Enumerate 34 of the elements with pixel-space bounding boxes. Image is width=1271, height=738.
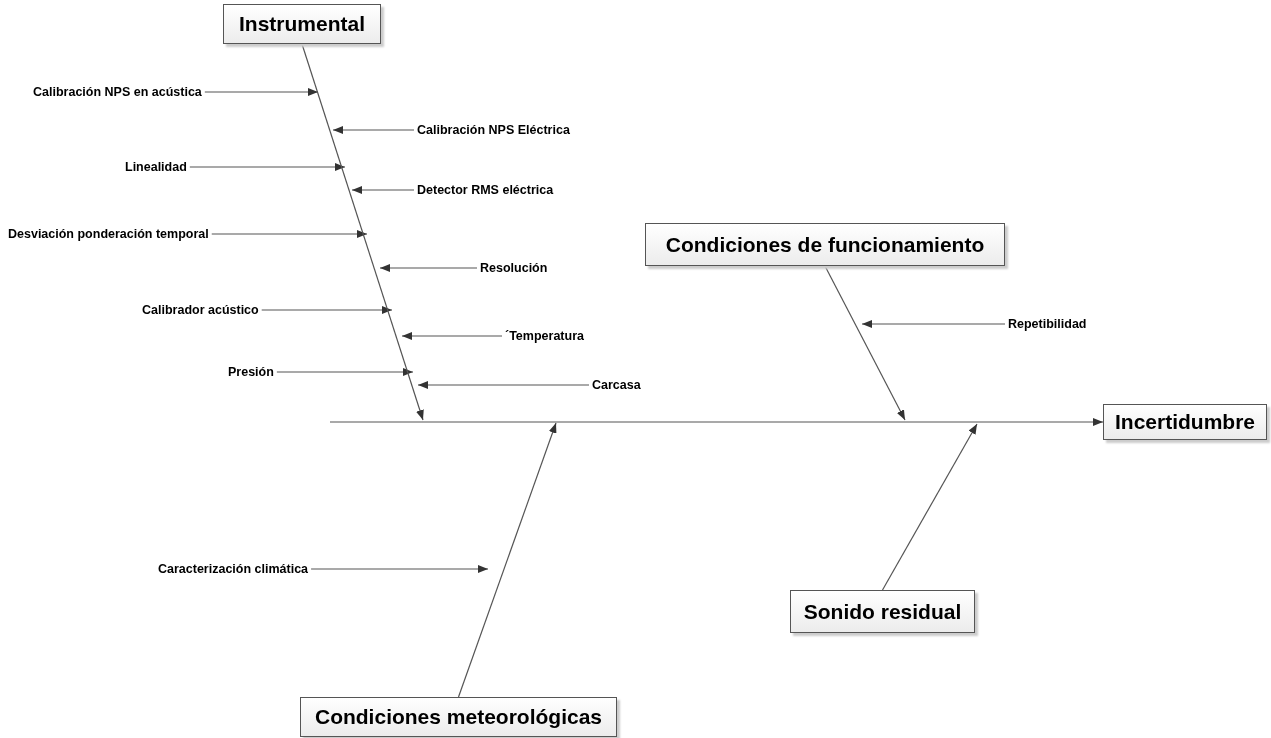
cause-text: Presión (228, 365, 274, 379)
spine-arrow (329, 418, 1104, 426)
cause-text: Repetibilidad (1008, 317, 1087, 331)
arrow (351, 186, 415, 194)
arrow (417, 381, 590, 389)
category-box: Instrumental (223, 4, 381, 44)
category-box: Condiciones meteorológicas (300, 697, 617, 737)
cause-text: Detector RMS eléctrica (417, 183, 554, 197)
arrow (189, 163, 346, 171)
arrow (310, 565, 489, 573)
arrow (204, 88, 319, 96)
arrow (379, 264, 478, 272)
arrow (276, 368, 414, 376)
cause-text: Calibrador acústico (142, 303, 259, 317)
arrow (211, 230, 368, 238)
category-box: Sonido residual (790, 590, 975, 633)
arrow (861, 320, 1006, 328)
cause-text: ´Temperatura (505, 329, 584, 343)
cause-text: Calibración NPS en acústica (33, 85, 202, 99)
bone-arrow (824, 265, 906, 421)
bone-arrow (457, 422, 557, 698)
cause-text: Calibración NPS Eléctrica (417, 123, 570, 137)
cause-text: Carcasa (592, 378, 641, 392)
bone-arrow (881, 423, 978, 591)
bone-arrow (301, 43, 424, 421)
arrow (332, 126, 415, 134)
cause-text: Caracterización climática (158, 562, 309, 576)
arrow (261, 306, 393, 314)
cause-text: Resolución (480, 261, 548, 275)
category-box: Condiciones de funcionamiento (645, 223, 1005, 266)
effect-box: Incertidumbre (1103, 404, 1267, 440)
arrow (401, 332, 503, 340)
cause-text: Desviación ponderación temporal (8, 227, 209, 241)
cause-text: Linealidad (125, 160, 187, 174)
